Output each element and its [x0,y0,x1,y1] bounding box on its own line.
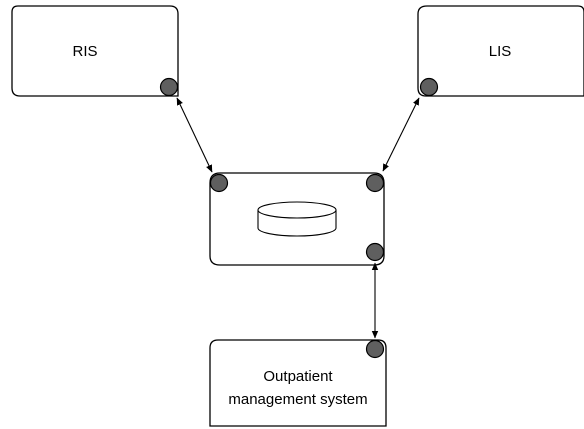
database-icon [257,201,337,237]
ris-connection-port [159,77,179,97]
lis-box [417,5,584,97]
central-database-node [209,172,385,266]
lis-label: LIS [489,43,512,60]
central-port-top-left [209,173,229,193]
ris-label: RIS [72,43,97,60]
outpatient-box [209,339,387,427]
ris-node: RIS [11,5,179,97]
lis-connection-port [419,77,439,97]
central-port-top-right [365,173,385,193]
lis-node: LIS [417,5,584,97]
ris-central-connector [176,97,213,173]
outpatient-node: Outpatient management system [209,339,387,427]
outpatient-connection-port [365,339,385,359]
outpatient-label-line2: management system [228,391,367,408]
lis-central-connector [382,97,420,172]
outpatient-label-line1: Outpatient [263,368,333,385]
ris-box [11,5,179,97]
central-port-bottom-right [365,242,385,262]
